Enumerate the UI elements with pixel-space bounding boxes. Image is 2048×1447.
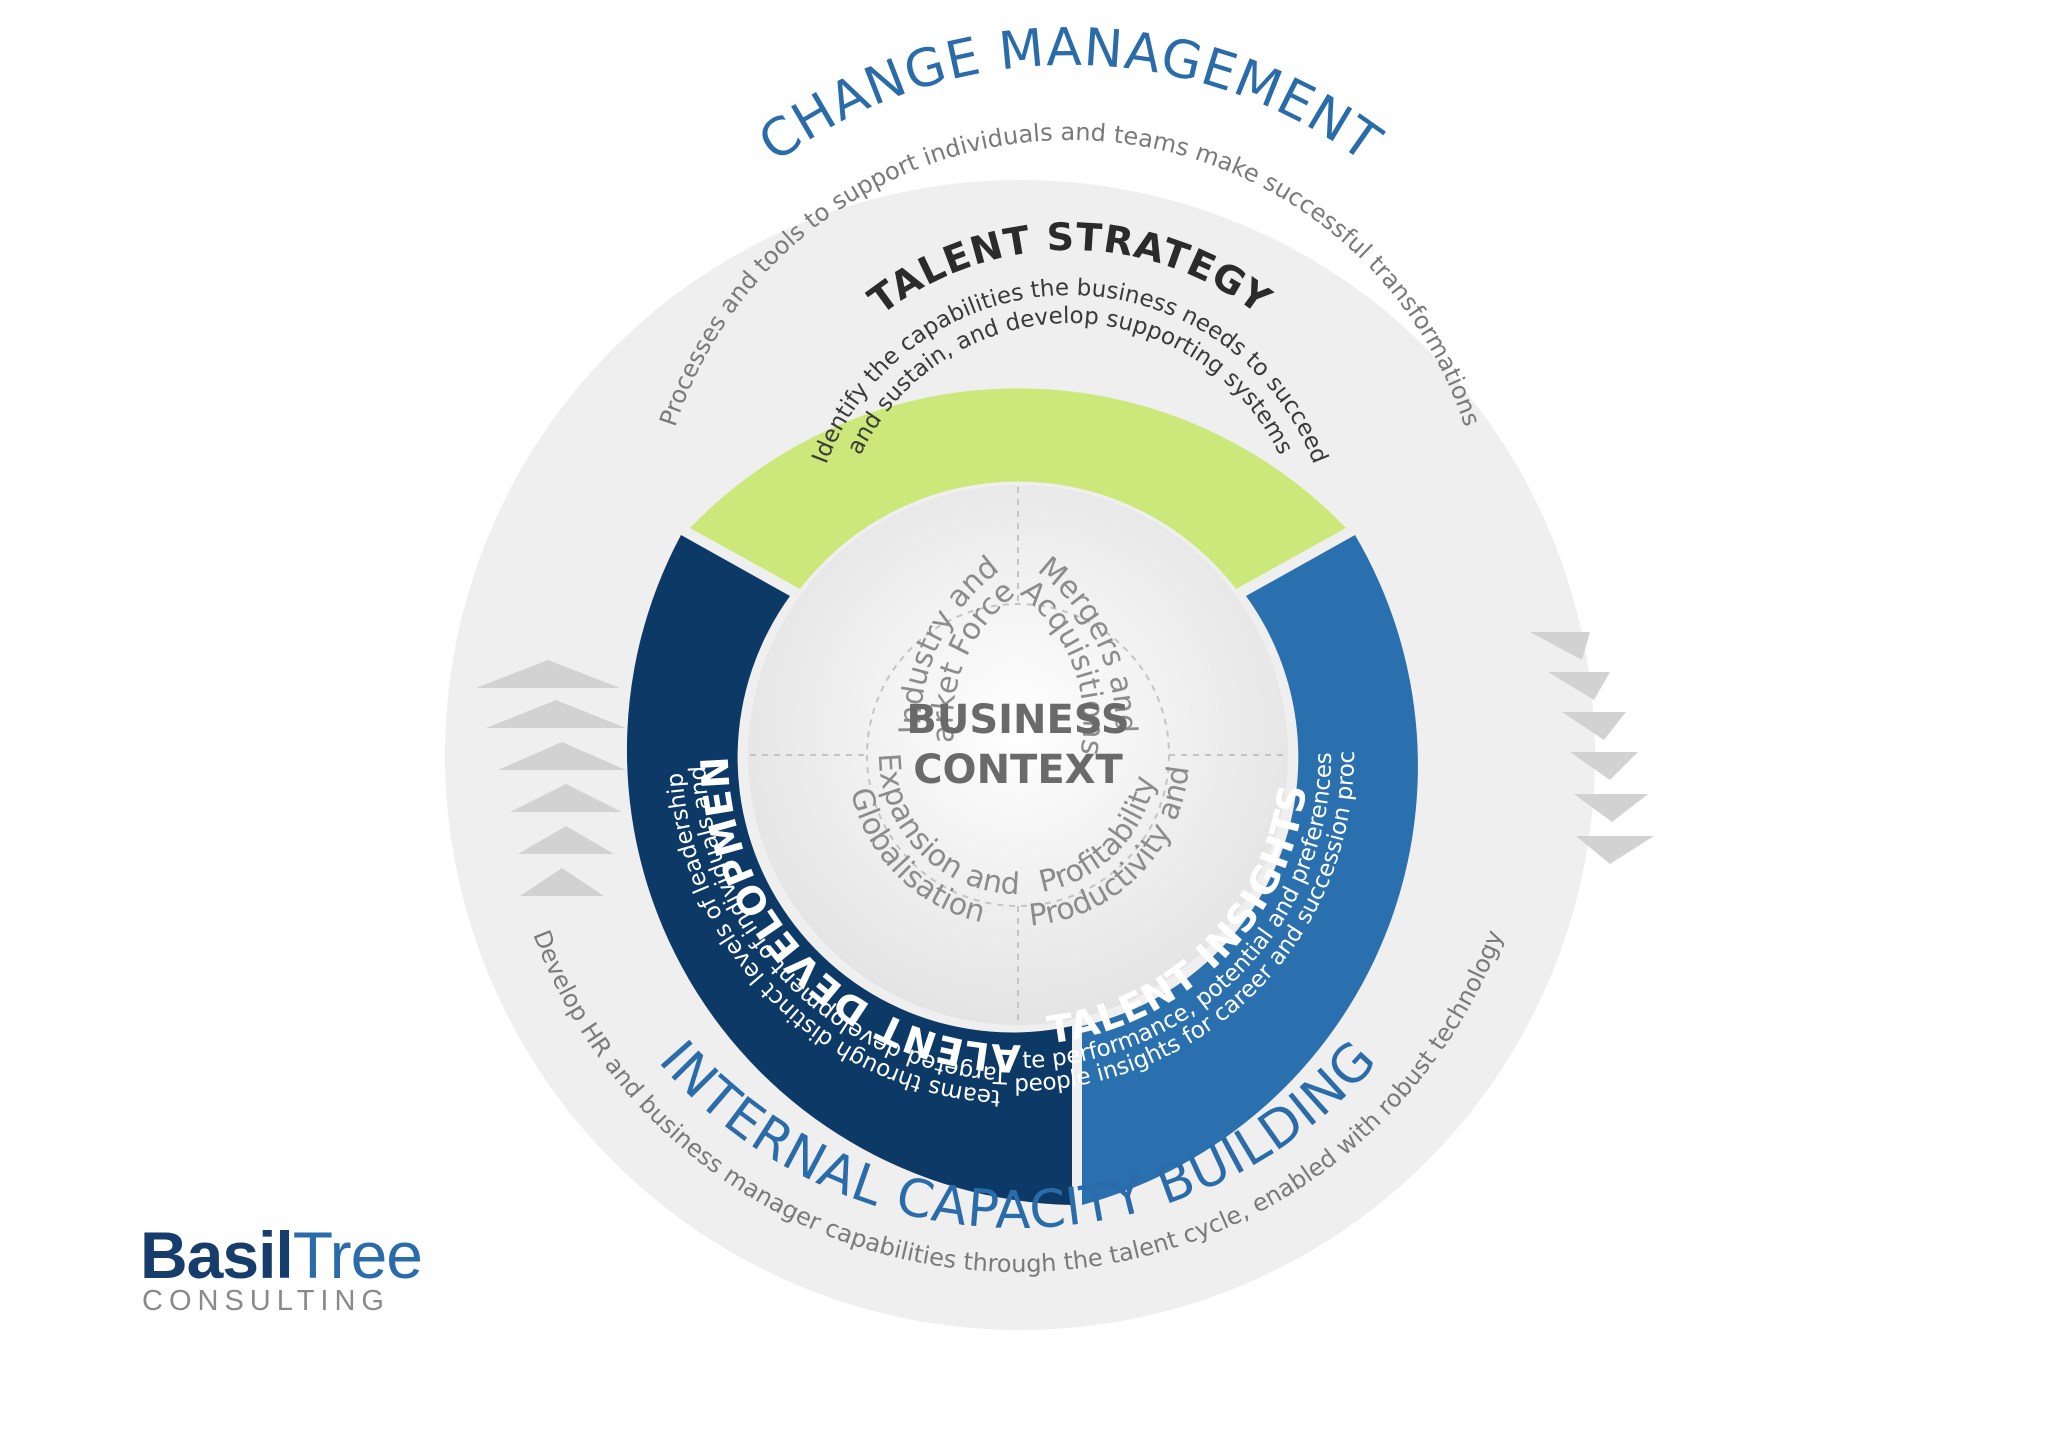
talent-strategy-segment — [690, 388, 1346, 589]
quadrant-dividers — [750, 487, 1286, 1023]
svg-text:BasilTree: BasilTree — [140, 1218, 422, 1292]
talent-insights-segment — [1082, 535, 1418, 1205]
business-context-circle — [748, 485, 1288, 1025]
logo-consulting-text: CONSULTING — [142, 1285, 390, 1317]
change-management-title: CHANGE MANAGEMENT — [748, 18, 1391, 174]
right-cycle-arrows — [1530, 632, 1654, 864]
basil-tree-logo: BasilTree CONSULTING — [140, 1218, 423, 1317]
logo-basil-text: Basil — [140, 1218, 293, 1292]
business-context-line2: CONTEXT — [913, 747, 1123, 793]
logo-tree-text: Tree — [293, 1218, 422, 1292]
left-cycle-arrows — [476, 660, 626, 896]
business-context-line1: BUSINESS — [906, 697, 1129, 743]
talent-development-segment — [626, 535, 1072, 1205]
